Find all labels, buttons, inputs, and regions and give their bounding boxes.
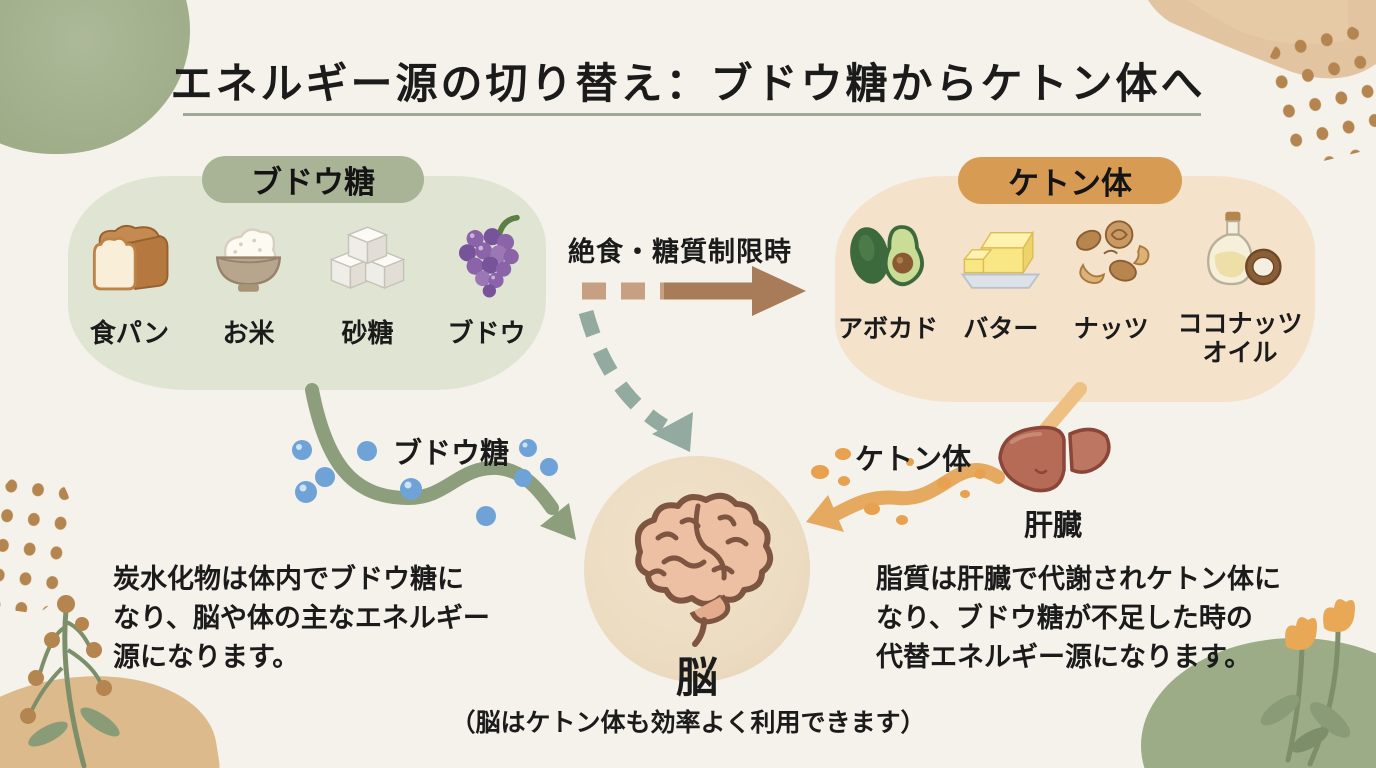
food-label: ナッツ xyxy=(1073,314,1149,343)
ketone-description: 脂質は肝臓で代謝されケトン体に なり、ブドウ糖が不足した時の 代替エネルギー源に… xyxy=(876,560,1281,677)
food-label: アボカド xyxy=(838,314,939,343)
butter-icon xyxy=(960,230,1041,289)
nuts-icon xyxy=(1075,220,1150,284)
fasting-arrow xyxy=(582,266,806,316)
glucose-flow-label: ブドウ糖 xyxy=(393,436,510,470)
coconut-oil-icon xyxy=(1206,211,1282,286)
food-item-rice: お米 xyxy=(201,212,296,350)
glucose-description: 炭水化物は体内でブドウ糖に なり、脳や体の主なエネルギー 源になります。 xyxy=(113,560,490,677)
glucose-group-header: ブドウ糖 xyxy=(202,156,424,203)
brain-note: （脳はケトン体も効率よく利用できます） xyxy=(450,708,926,737)
glucose-description-line: なり、脳や体の主なエネルギー xyxy=(113,603,490,634)
ketone-dots xyxy=(811,448,986,525)
food-item-grapes: ブドウ xyxy=(439,212,534,350)
liver-icon xyxy=(998,425,1111,493)
ketone-food-row: アボカド バター ナッツ xyxy=(838,208,1306,367)
rice-bowl-icon xyxy=(215,228,282,292)
food-label: ココナッツオイル xyxy=(1177,309,1303,367)
avocado-icon xyxy=(849,225,924,287)
food-label: 砂糖 xyxy=(341,319,394,349)
food-label: 食パン xyxy=(89,319,170,349)
glucose-dots xyxy=(292,439,558,526)
ketone-flow-label: ケトン体 xyxy=(855,442,972,476)
food-item-coconut-oil: ココナッツオイル xyxy=(1174,208,1306,367)
brain-icon xyxy=(634,492,774,647)
brain-circle xyxy=(584,456,810,682)
glucose-description-line: 炭水化物は体内でブドウ糖に xyxy=(113,564,464,595)
fasting-arrow-label: 絶食・糖質制限時 xyxy=(568,237,792,268)
food-item-bread: 食パン xyxy=(82,212,177,350)
glucose-food-row: 食パン お米 xyxy=(82,212,534,350)
bread-icon xyxy=(92,224,169,291)
title-underline xyxy=(183,113,1201,116)
sugar-cubes-icon xyxy=(329,226,406,290)
fasting-to-brain-arrow xyxy=(578,310,693,452)
ketone-description-line: なり、ブドウ糖が不足した時の xyxy=(876,603,1253,634)
ketone-group-header: ケトン体 xyxy=(958,157,1182,204)
food-item-sugar: 砂糖 xyxy=(320,212,415,350)
food-item-avocado: アボカド xyxy=(838,208,938,367)
liver-label: 肝臓 xyxy=(1024,508,1083,542)
ketone-description-line: 脂質は肝臓で代謝されケトン体に xyxy=(876,564,1281,595)
food-label: お米 xyxy=(222,319,275,349)
glucose-description-line: 源になります。 xyxy=(113,642,300,673)
page-title: エネルギー源の切り替え：ブドウ糖からケトン体へ xyxy=(170,59,1206,108)
food-item-butter: バター xyxy=(953,208,1048,367)
brain-label: 脳 xyxy=(675,653,718,702)
ketone-description-line: 代替エネルギー源になります。 xyxy=(876,642,1252,673)
ketone-to-brain-arrow xyxy=(806,463,1005,532)
food-label: ブドウ xyxy=(447,319,526,349)
food-item-nuts: ナッツ xyxy=(1064,208,1159,367)
grapes-icon xyxy=(458,214,520,298)
food-label: バター xyxy=(963,314,1039,343)
